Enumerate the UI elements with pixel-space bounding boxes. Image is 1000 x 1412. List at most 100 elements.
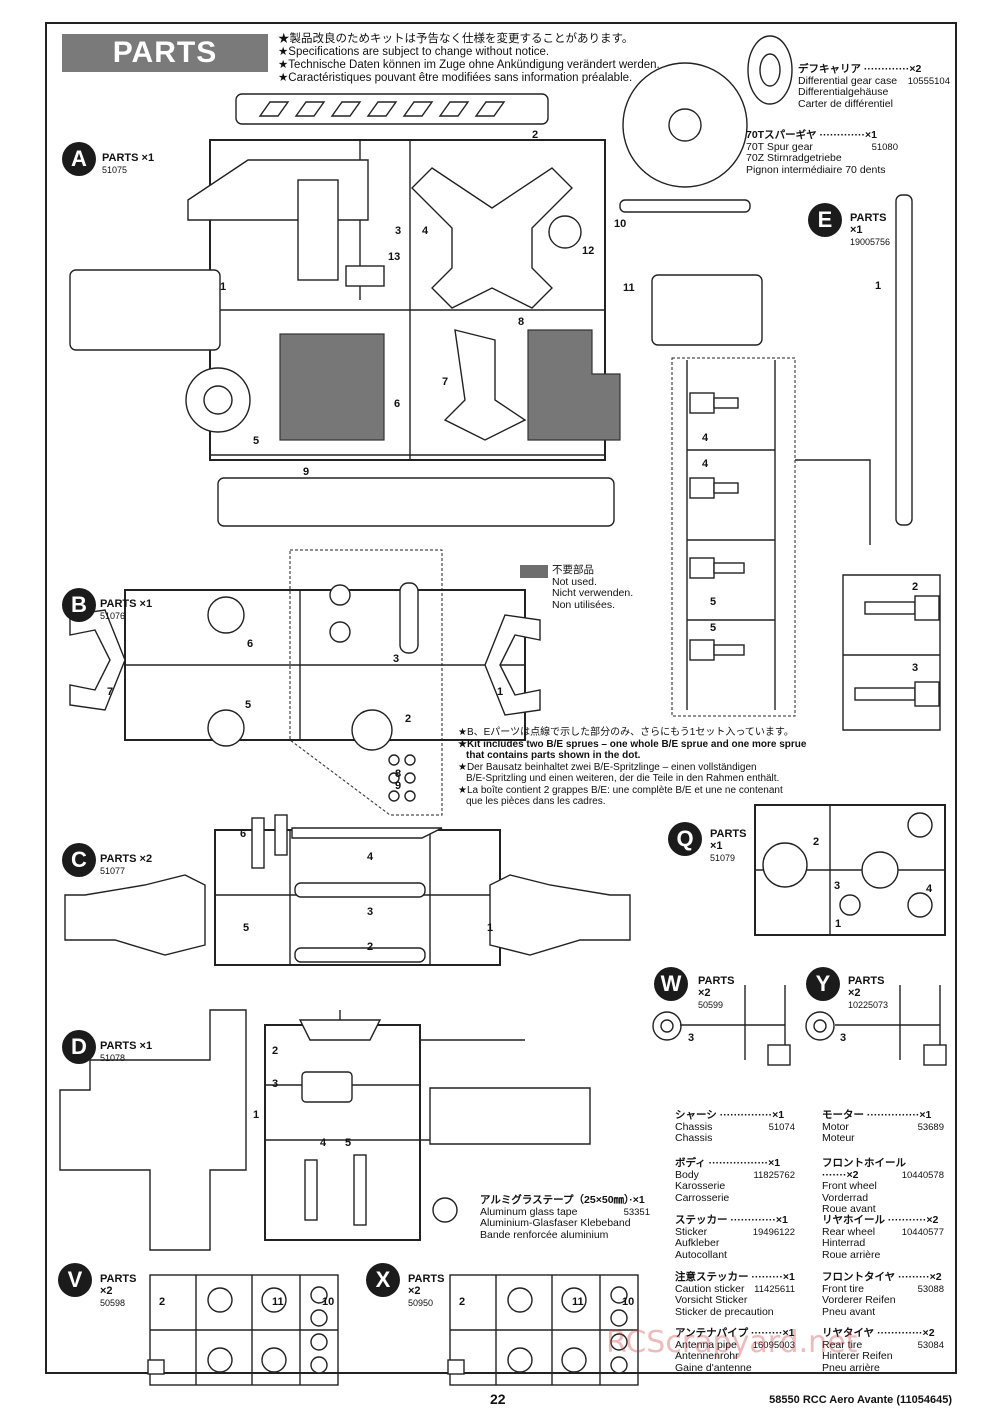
item-fr: Pneu avant [822,1305,876,1318]
item-jp: リヤホイール ···········×2 [822,1214,939,1226]
part-number: 3 [395,225,402,237]
part-number: 6 [247,638,254,650]
tree-c-badge: C [62,843,96,877]
tree-b-pn: 51076 [100,611,126,621]
diff-case-jp: デフキャリア ·············×2 [798,63,922,75]
tree-c-drawing [64,814,631,966]
item-en: Body [675,1168,699,1181]
glass-tape-fr: Bande renforcée aluminium [480,1228,609,1241]
not-used-fr: Non utilisées. [552,598,616,611]
tree-q-title: PARTS [710,828,747,840]
item-en: Front tire [822,1282,865,1295]
item-fr: Roue avant [822,1203,876,1215]
item-de: Antennenrohr [675,1350,739,1362]
tree-q-qty: ×1 [710,840,723,852]
item-rear-wheel: リヤホイール ···········×2 Rear wheel Hinterra… [822,1214,944,1261]
tree-w-title: PARTS [698,975,735,987]
note-line: ★Caractéristiques pouvant être modifiées… [278,72,633,84]
part-number: 1 [253,1109,260,1121]
tree-q-drawing [754,804,946,936]
part-number: 3 [834,880,841,892]
tree-e-pn: 19005756 [850,237,891,247]
tree-b-drawing [69,549,541,816]
item-de: Hinterrad [822,1237,866,1249]
item-fr: Carrosserie [675,1191,730,1204]
not-used-legend: 不要部品 Not used. Nicht verwenden. Non util… [552,564,633,611]
item-en: Chassis [675,1120,713,1133]
item-pn: 53689 [917,1122,944,1133]
part-number: 1 [487,922,494,934]
glass-tape-en: Aluminum glass tape [480,1205,578,1218]
part-number: 5 [253,435,260,447]
part-number: 3 [688,1032,695,1044]
spur-gear-en: 70T Spur gear [746,140,813,153]
item-fr: Moteur [822,1132,855,1144]
part-number: 1 [220,281,227,293]
item-jp: モーター ···············×1 [822,1109,932,1121]
not-used-jp: 不要部品 [552,564,594,576]
be-note-line: que les pièces dans les cadres. [466,796,606,807]
part-number: 8 [395,768,402,780]
item-en: Rear tire [822,1338,863,1351]
item-en: Front wheel [822,1180,877,1192]
tree-a-badge: A [62,142,96,176]
tree-v-label: PARTS ×2 50598 [100,1273,136,1309]
page-number: 22 [490,1391,506,1407]
tree-b-badge: B [62,588,96,622]
be-note-line: ★La boîte contient 2 grappes B/E: une co… [458,784,783,796]
part-number: 3 [840,1032,847,1044]
tree-q-pn: 51079 [710,853,736,863]
item-fr: Autocollant [675,1248,727,1261]
part-number: 6 [394,398,401,410]
item-en: Antenna pipe [675,1338,737,1351]
item-fr: Roue arrière [822,1248,881,1261]
not-used-en: Not used. [552,575,597,588]
part-number: 3 [912,662,919,674]
tree-c-qty: PARTS ×2 [100,853,153,865]
item-jp: フロントホイール ·······×2 [822,1157,906,1181]
note-line: ★Specifications are subject to change wi… [278,46,550,58]
item-chassis: シャーシ ···············×1 Chassis Chassis 5… [675,1109,795,1145]
spur-gear-jp: 70Tスパーギヤ ·············×1 [746,129,877,141]
tree-v-pn: 50598 [100,1298,126,1308]
item-de: Chassis [675,1132,713,1144]
glass-tape-jp: アルミグラステープ（25×50㎜）·×1 [480,1194,645,1206]
part-number: 8 [518,316,525,328]
item-jp: ステッカー ·············×1 [675,1214,788,1226]
item-de: Vorsicht Sticker [675,1294,748,1306]
tree-x-pn: 50950 [408,1298,434,1308]
tree-x-qty: ×2 [408,1285,421,1297]
item-pn: 53084 [917,1340,944,1351]
item-pn: 11425611 [754,1284,795,1295]
part-number: 2 [159,1296,166,1308]
diff-case-fr: Carter de différentiel [798,97,893,110]
item-pn: 53088 [917,1284,944,1295]
tree-d-pn: 51078 [100,1053,126,1063]
part-number: 10 [614,218,627,230]
item-jp: フロントタイヤ ·········×2 [822,1271,942,1283]
item-de: Vorderrad [822,1191,869,1204]
part-number: 9 [303,466,310,478]
part-number: 13 [388,251,401,263]
part-number: 1 [835,918,842,930]
part-number: 4 [320,1137,327,1149]
part-number: 3 [272,1078,279,1090]
tree-y-badge: Y [806,967,840,1001]
item-rear-tire: リヤタイヤ ·············×2 Rear tire Hinterer… [822,1327,944,1374]
tree-x-badge: X [366,1263,400,1297]
item-fr: Pneu arrière [822,1361,880,1374]
spur-gear-info: 70Tスパーギヤ ·············×1 70T Spur gear 7… [746,129,898,176]
item-pn: 10440577 [901,1227,944,1238]
part-number: 1 [875,280,882,292]
part-number: 5 [710,596,717,608]
diff-case-en: Differential gear case [798,74,898,87]
spur-gear-de: 70Z Stirnradgetriebe [746,152,842,164]
tree-w-qty: ×2 [698,987,711,999]
item-de: Hinterer Reifen [822,1350,893,1362]
part-number: 2 [813,836,820,848]
item-body: ボディ ·················×1 Body Karosserie … [675,1157,795,1204]
part-number: 11 [272,1296,284,1308]
item-fr: Gaine d'antenne [675,1361,752,1374]
part-number: 4 [702,432,709,444]
part-number: 2 [367,941,374,953]
